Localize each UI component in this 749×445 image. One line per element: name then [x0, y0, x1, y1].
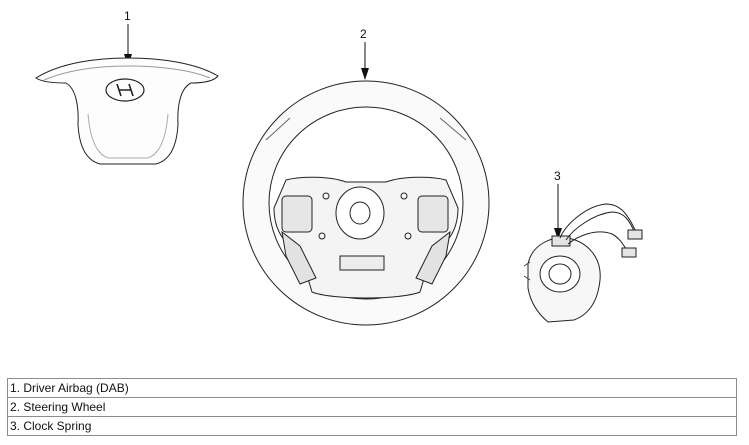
right-lower-spoke	[415, 230, 451, 285]
airbag-cover-inner-line	[87, 113, 169, 159]
wheel-hub-center	[335, 186, 385, 240]
hub-screw	[400, 192, 408, 200]
callout-2: 2	[360, 27, 367, 41]
clock-spring-harness	[567, 231, 629, 253]
hub-screw	[318, 232, 326, 240]
legend-item: 1. Driver Airbag (DAB)	[7, 378, 737, 398]
harness-plug	[621, 247, 637, 258]
wheel-hub-bolt	[349, 201, 371, 225]
legend-row: 1. Driver Airbag (DAB)	[7, 378, 737, 398]
component-diagram: 1 2 3	[35, 9, 643, 326]
harness-plug	[627, 229, 643, 240]
clock-spring	[523, 203, 643, 323]
callout-2-arrowhead	[361, 68, 369, 80]
hyundai-logo-icon	[105, 78, 145, 102]
legend-row: 3. Clock Spring	[7, 416, 737, 436]
legend-row: 2. Steering Wheel	[7, 397, 737, 417]
wheel-rim-seams	[265, 117, 467, 141]
legend-item: 2. Steering Wheel	[7, 397, 737, 417]
hub-screw	[404, 232, 412, 240]
left-lower-spoke	[281, 230, 317, 285]
clock-spring-rotor	[539, 255, 581, 293]
callout-1: 1	[124, 9, 131, 23]
clock-spring-harness	[565, 211, 637, 241]
parts-legend: 1. Driver Airbag (DAB) 2. Steering Wheel…	[7, 378, 737, 436]
hyundai-logo-mark	[116, 83, 134, 97]
hub-screw	[322, 192, 330, 200]
legend-item: 3. Clock Spring	[7, 416, 737, 436]
steering-wheel	[242, 80, 490, 326]
left-switch-cluster	[281, 195, 313, 233]
right-switch-cluster	[417, 195, 449, 233]
airbag-cover-ridge	[43, 65, 211, 81]
callout-3: 3	[554, 169, 561, 183]
clock-spring-tabs	[523, 261, 531, 281]
clock-spring-harness	[559, 203, 637, 239]
driver-airbag	[35, 57, 219, 165]
callout-3-arrowhead	[554, 228, 562, 240]
clock-spring-bore	[548, 263, 572, 285]
lower-hub-trim	[339, 255, 385, 271]
airbag-cover-outline	[35, 57, 219, 165]
